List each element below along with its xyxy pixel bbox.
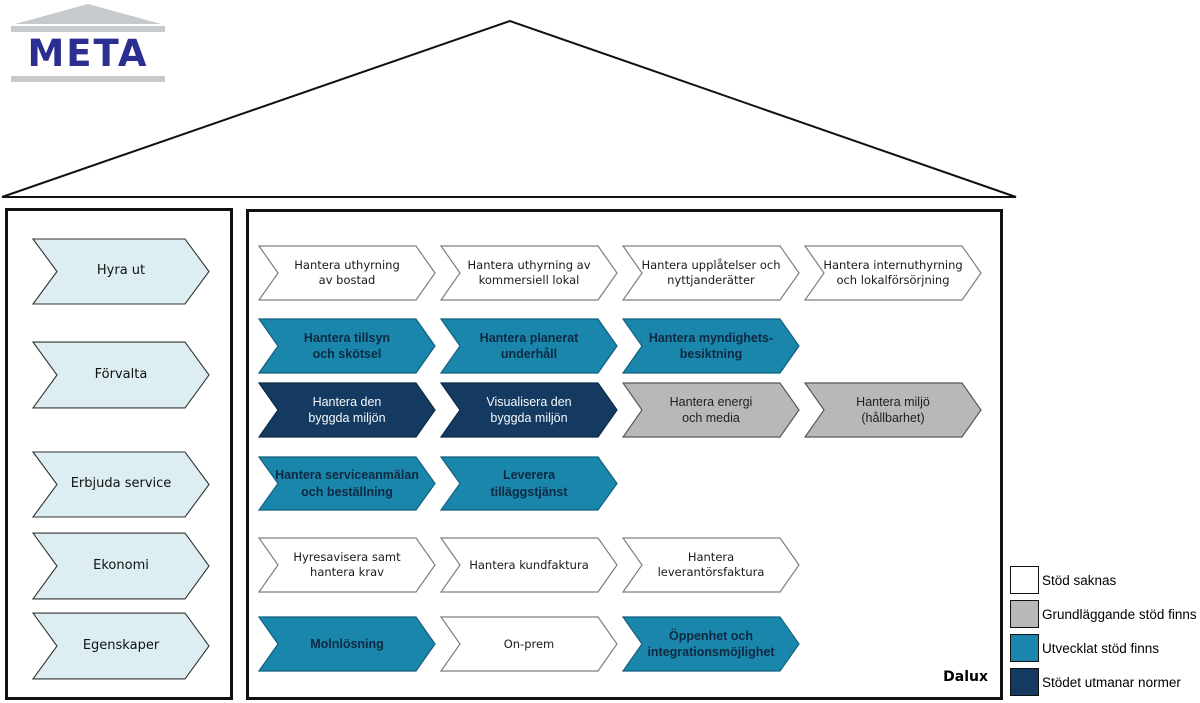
process-arrow: Leverera tilläggstjänst (440, 456, 618, 511)
process-arrow-label: Molnlösning (310, 636, 384, 651)
sidebar-arrow-erbjuda-service: Erbjuda service (32, 451, 210, 518)
chevron-shape (622, 318, 800, 374)
sidebar-arrow-label: Erbjuda service (70, 476, 172, 492)
process-arrow: Visualisera den byggda miljön (440, 382, 618, 438)
legend: Stöd saknas Grundläggande stöd finns Utv… (1010, 566, 1197, 702)
meta-logo-roof-icon (15, 4, 161, 24)
process-arrow: Hantera uthyrning av bostad (258, 245, 436, 301)
process-arrow-label: Öppenhet och integrationsmöjlighet (647, 628, 775, 659)
process-arrow-label: Hantera uthyrning av bostad (294, 258, 400, 287)
chevron-shape (440, 245, 618, 301)
chevron-shape (32, 612, 210, 680)
chevron-shape (32, 238, 210, 305)
process-arrow-label: Visualisera den byggda miljön (486, 394, 572, 425)
chevron-shape (258, 382, 436, 438)
sidebar-arrow-forvalta: Förvalta (32, 341, 210, 409)
process-arrow-label: Hantera miljö (hållbarhet) (856, 394, 930, 425)
process-arrow: Hantera internuthyrning och lokalförsörj… (804, 245, 982, 301)
legend-label: Stöd saknas (1042, 572, 1117, 588)
process-arrow: Hantera tillsyn och skötsel (258, 318, 436, 374)
process-arrow: Hantera myndighets- besiktning (622, 318, 800, 374)
dalux-label: Dalux (943, 669, 988, 685)
legend-label: Stödet utmanar normer (1042, 674, 1181, 690)
process-arrow: Molnlösning (258, 616, 436, 672)
meta-logo-text: META (27, 32, 149, 75)
process-arrow-label: Hantera myndighets- besiktning (648, 330, 774, 361)
chevron-shape (258, 537, 436, 593)
process-arrow-label: Hantera serviceanmälan och beställning (275, 468, 419, 499)
chevron-shape (440, 537, 618, 593)
legend-item-grundlaggande-stod: Grundläggande stöd finns (1010, 600, 1197, 628)
process-arrow: Hantera energi och media (622, 382, 800, 438)
process-arrow: Hantera kundfaktura (440, 537, 618, 593)
process-arrow-label: Hantera upplåtelser och nyttjanderätter (641, 258, 781, 287)
process-arrow: Hantera miljö (hållbarhet) (804, 382, 982, 438)
process-arrow-label: Hantera leverantörsfaktura (657, 550, 765, 579)
process-arrow-label: Hyresavisera samt hantera krav (293, 550, 401, 579)
legend-label: Utvecklat stöd finns (1042, 640, 1160, 656)
process-arrow-label: Hantera planerat underhåll (479, 330, 579, 361)
chevron-shape (258, 245, 436, 301)
chevron-shape (440, 382, 618, 438)
process-arrow: Öppenhet och integrationsmöjlighet (622, 616, 800, 672)
process-arrow-label: Hantera internuthyrning och lokalförsörj… (823, 258, 963, 287)
chevron-shape (804, 245, 982, 301)
sidebar-arrow-egenskaper: Egenskaper (32, 612, 210, 680)
sidebar-arrow-ekonomi: Ekonomi (32, 532, 210, 600)
legend-label: Grundläggande stöd finns (1042, 606, 1197, 622)
legend-swatch-teal (1010, 634, 1039, 662)
process-arrow-label: Hantera uthyrning av kommersiell lokal (467, 258, 591, 287)
sidebar-arrow-label: Förvalta (94, 366, 148, 382)
process-arrow-label: Leverera tilläggstjänst (490, 468, 568, 499)
process-arrow-label: On-prem (503, 636, 555, 651)
legend-swatch-navy (1010, 668, 1039, 696)
process-arrow: Hantera leverantörsfaktura (622, 537, 800, 593)
sidebar-arrow-label: Egenskaper (82, 637, 160, 653)
chevron-shape (258, 616, 436, 672)
chevron-shape (440, 616, 618, 672)
meta-logo-bottom-bar (11, 76, 165, 82)
process-arrow: On-prem (440, 616, 618, 672)
meta-logo: META (8, 4, 168, 84)
chevron-shape (32, 451, 210, 518)
process-arrow: Hantera uthyrning av kommersiell lokal (440, 245, 618, 301)
sidebar-arrow-label: Hyra ut (96, 263, 146, 279)
process-arrow: Hantera upplåtelser och nyttjanderätter (622, 245, 800, 301)
process-arrow-label: Hantera energi och media (669, 394, 753, 425)
chevron-shape (32, 341, 210, 409)
chevron-shape (440, 456, 618, 511)
sidebar-arrow-label: Ekonomi (93, 557, 149, 573)
chevron-shape (622, 245, 800, 301)
process-arrow: Hantera planerat underhåll (440, 318, 618, 374)
legend-item-utvecklat-stod: Utvecklat stöd finns (1010, 634, 1197, 662)
process-arrow-label: Hantera tillsyn och skötsel (303, 330, 391, 361)
chevron-shape (32, 532, 210, 600)
chevron-shape (622, 382, 800, 438)
chevron-shape (258, 456, 436, 511)
process-arrow: Hyresavisera samt hantera krav (258, 537, 436, 593)
chevron-shape (622, 537, 800, 593)
process-arrow: Hantera serviceanmälan och beställning (258, 456, 436, 511)
legend-item-stod-saknas: Stöd saknas (1010, 566, 1197, 594)
process-arrow: Hantera den byggda miljön (258, 382, 436, 438)
process-arrow-label: Hantera den byggda miljön (308, 394, 386, 425)
sidebar-arrow-hyra-ut: Hyra ut (32, 238, 210, 305)
process-arrow-label: Hantera kundfaktura (469, 557, 589, 572)
chevron-shape (440, 318, 618, 374)
legend-swatch-gray (1010, 600, 1039, 628)
legend-item-stodet-utmanar-normer: Stödet utmanar normer (1010, 668, 1197, 696)
chevron-shape (622, 616, 800, 672)
chevron-shape (804, 382, 982, 438)
chevron-shape (258, 318, 436, 374)
legend-swatch-white (1010, 566, 1039, 594)
